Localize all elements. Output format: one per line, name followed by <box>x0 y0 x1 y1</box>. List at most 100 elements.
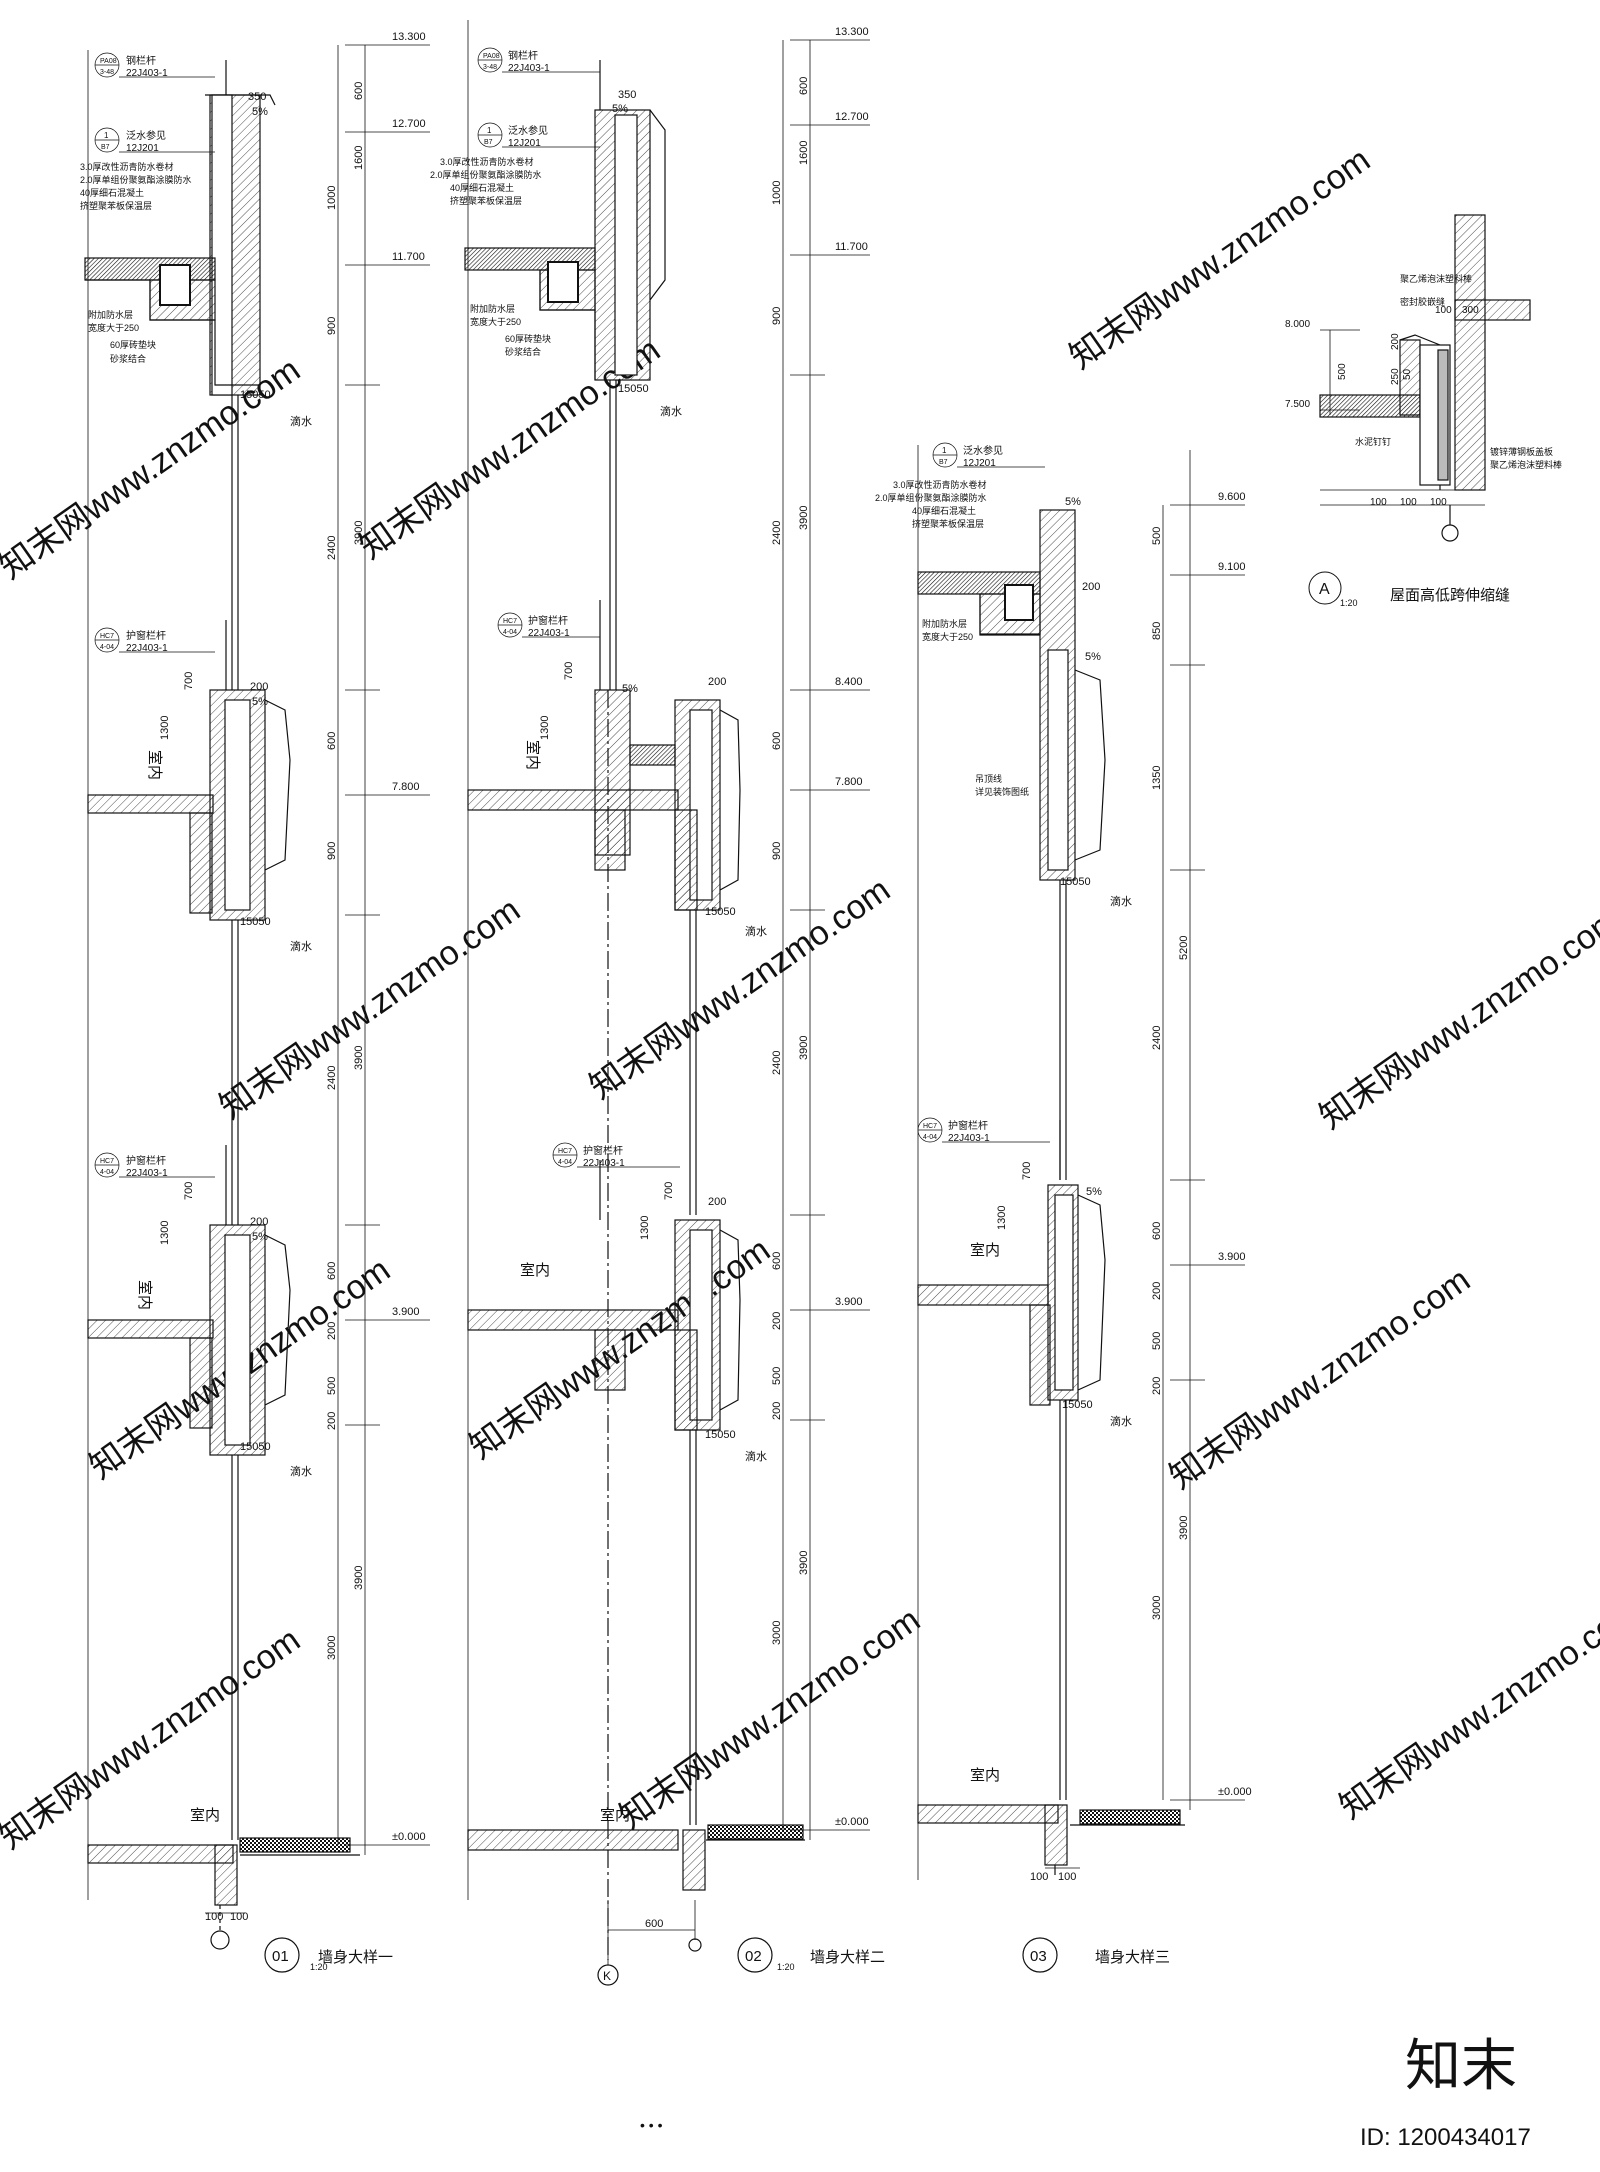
dim: 2400 <box>326 536 338 560</box>
elev-8400: 8.400 <box>835 676 863 688</box>
section-01-room-labels: 室内 室内 室内 <box>136 750 220 1824</box>
ref-code: HC7 <box>100 1158 114 1165</box>
watermark: 知末网www.znzmo.com <box>613 1601 927 1837</box>
ref-code: 1 <box>942 446 947 455</box>
dim: 1300 <box>539 716 551 740</box>
detail-a-labels: 8.000 7.500 500 200 250 50 100 300 100 1… <box>1285 273 1562 608</box>
section-01-callout-text: PA08 3-48 钢栏杆 PA08 22J403-1 1 B7 泛水参见 12… <box>80 54 192 1179</box>
dim: 500 <box>1151 1332 1163 1350</box>
dim: 900 <box>771 307 783 325</box>
slope: 5% <box>1086 1186 1102 1198</box>
polystyrene-label: 聚乙烯泡沫塑料棒 <box>1400 273 1472 284</box>
nail-label: 水泥钉钉 <box>1355 436 1391 447</box>
layer-label: 3.0厚改性沥青防水卷材 <box>80 161 174 172</box>
elev-13300: 13.300 <box>835 26 869 38</box>
dim: 15050 <box>705 906 736 918</box>
dim: 2400 <box>771 1051 783 1075</box>
width-label: 宽度大于250 <box>922 631 973 642</box>
ref-std: 12J201 <box>508 138 541 149</box>
dim: 200 <box>326 1412 338 1430</box>
dim: 200 <box>771 1402 783 1420</box>
layer-label: 40厚细石混凝土 <box>912 505 976 516</box>
elev-12700: 12.700 <box>392 118 426 130</box>
section-01 <box>84 50 360 1950</box>
dim: 600 <box>326 1262 338 1280</box>
dim: 1350 <box>1151 766 1163 790</box>
detail-a-bubble <box>1308 571 1342 605</box>
dim: 100 <box>1430 497 1447 508</box>
polystyrene-label: 聚乙烯泡沫塑料棒 <box>1490 459 1562 470</box>
dim: 15050 <box>618 383 649 395</box>
dim: 250 <box>1390 368 1401 385</box>
layer-label: 挤塑聚苯板保温层 <box>912 518 984 529</box>
elev-0: ±0.000 <box>392 1831 426 1843</box>
slope: 5% <box>252 1231 268 1243</box>
ref-page: B7 <box>484 139 493 146</box>
dim: 700 <box>1021 1162 1033 1180</box>
dim: 700 <box>183 672 195 690</box>
drip-label: 滴水 <box>1110 1414 1132 1428</box>
dim: 1000 <box>326 186 338 210</box>
drip-label: 滴水 <box>290 1464 312 1478</box>
elev-3900: 3.900 <box>1218 1251 1246 1263</box>
slope: 5% <box>252 696 268 708</box>
dim: 600 <box>353 82 365 100</box>
dim: 1600 <box>798 141 810 165</box>
dim: 3000 <box>1151 1596 1163 1620</box>
footer-marks: • • • <box>640 2117 663 2133</box>
title-texts: 01 02 03 墙身大样一 墙身大样二 墙身大样三 1:20 1:20 <box>272 1948 1170 1972</box>
block-label: 60厚砖垫块 <box>505 333 551 344</box>
indoor-label: 室内 <box>970 1242 1000 1259</box>
indoor-label: 室内 <box>146 750 163 780</box>
ref-page: 4-04 <box>503 629 517 636</box>
layer-label: 40厚细石混凝土 <box>80 187 144 198</box>
dim: 850 <box>1151 622 1163 640</box>
layer-label: 3.0厚改性沥青防水卷材 <box>440 156 534 167</box>
elev-9600: 9.600 <box>1218 491 1246 503</box>
dim: 3900 <box>798 1036 810 1060</box>
section-02-callouts <box>477 47 680 1168</box>
dim: 3900 <box>1178 1516 1190 1540</box>
dim: 15050 <box>1060 876 1091 888</box>
sealant-label: 密封胶嵌缝 <box>1400 296 1445 307</box>
layer-label: 挤塑聚苯板保温层 <box>450 195 522 206</box>
ref-code: HC7 <box>100 633 114 640</box>
dim: 100 <box>1400 497 1417 508</box>
brand-logo: 知末 <box>1405 2034 1517 2097</box>
ref-std: 12J201 <box>963 458 996 469</box>
guard-railing: 护窗栏杆 <box>126 629 166 642</box>
guard-railing: 护窗栏杆 <box>528 614 568 627</box>
dim: 700 <box>563 662 575 680</box>
title-03: 墙身大样三 <box>1095 1949 1170 1966</box>
guard-railing: 护窗栏杆 <box>583 1144 623 1157</box>
dim: 500 <box>1337 363 1348 380</box>
footer-dots: • • • <box>640 2117 663 2133</box>
section-01-dimensions <box>337 44 430 1855</box>
dim: 600 <box>771 732 783 750</box>
dim: 200 <box>1151 1282 1163 1300</box>
dim: 1600 <box>353 146 365 170</box>
indoor-label: 室内 <box>190 1807 220 1824</box>
ref-code: 1 <box>104 131 109 140</box>
watermark: 知末网www.znzmo.com <box>1333 1591 1600 1827</box>
section-03-dimensions <box>1162 450 1245 1810</box>
layer-label: 3.0厚改性沥青防水卷材 <box>893 479 987 490</box>
dim: 900 <box>326 842 338 860</box>
id-label: ID: 1200434017 <box>1360 2124 1531 2151</box>
ref-std: 22J403-1 <box>508 63 550 74</box>
dim: 1300 <box>996 1206 1008 1230</box>
elev-11700: 11.700 <box>835 241 868 253</box>
section-02 <box>464 20 805 1986</box>
ref-std: 12J201 <box>126 143 159 154</box>
dim: 1300 <box>639 1216 651 1240</box>
dim: 350 <box>248 91 266 103</box>
watermark: 知末网www.znzmo.com <box>1163 1261 1477 1497</box>
dim: 600 <box>645 1918 663 1930</box>
drip-label: 滴水 <box>745 924 767 938</box>
dim: 15050 <box>240 389 271 401</box>
section-02-labels: 13.300 12.700 11.700 8.400 7.800 3.900 ±… <box>539 26 869 1983</box>
layer-label: 40厚细石混凝土 <box>450 182 514 193</box>
indoor-label: 室内 <box>520 1262 550 1279</box>
watermark: 知末网www.znzmo.com <box>0 351 307 587</box>
section-03-callouts <box>917 442 1050 1143</box>
